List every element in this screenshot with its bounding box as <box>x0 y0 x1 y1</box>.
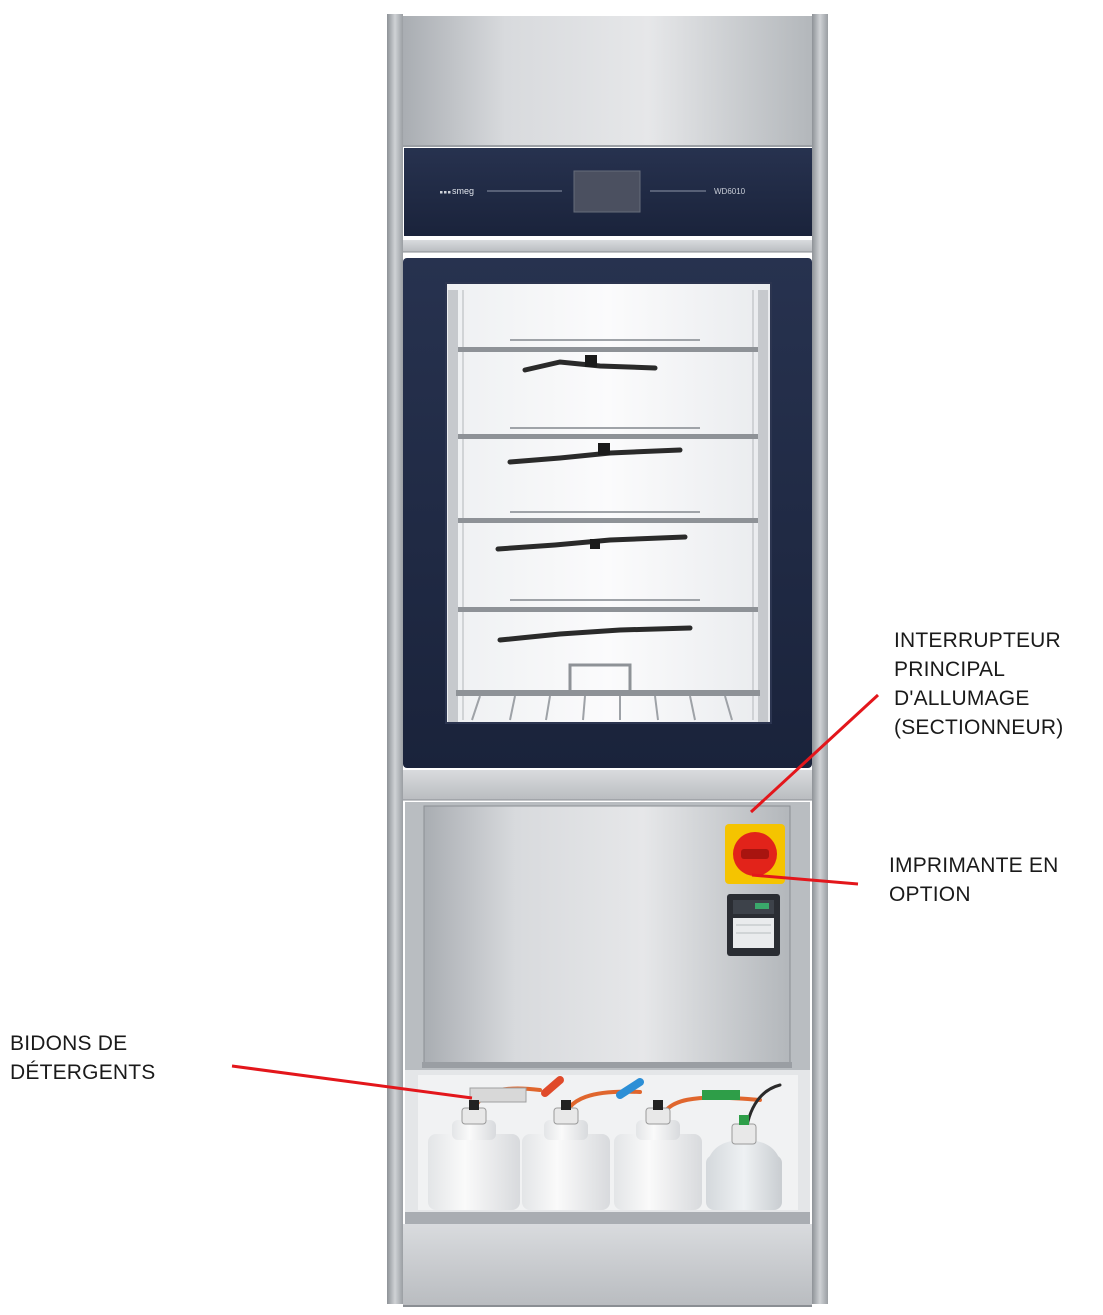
door-sill <box>403 770 812 800</box>
callout-printer-line-1: IMPRIMANTE EN <box>889 854 1059 877</box>
callout-detergents-line-1: BIDONS DE <box>10 1032 128 1055</box>
plinth <box>403 1224 812 1306</box>
base-tray <box>405 1212 810 1224</box>
touch-display[interactable] <box>573 170 641 213</box>
leader-line-detergents <box>231 1064 473 1100</box>
callout-main-switch-line-4: (SECTIONNEUR) <box>894 716 1064 739</box>
rack-4 <box>458 599 758 643</box>
cabinet-right-rail <box>812 14 828 1304</box>
detergent-bottle-3 <box>614 1100 702 1210</box>
rack-2 <box>458 427 758 465</box>
top-hood <box>403 16 812 146</box>
smeg-logo: smeg <box>440 186 474 196</box>
cabinet-left-rail <box>387 14 403 1304</box>
callout-printer-line-2: OPTION <box>889 883 971 906</box>
bottom-basket <box>456 663 760 721</box>
callout-main-switch-line-1: INTERRUPTEUR <box>894 629 1061 652</box>
detergent-bottle-4 <box>706 1115 782 1210</box>
callout-detergents: BIDONS DE DÉTERGENTS <box>10 1029 156 1087</box>
callout-main-switch-line-3: D'ALLUMAGE <box>894 687 1030 710</box>
callout-detergents-line-2: DÉTERGENTS <box>10 1061 156 1084</box>
door-handle[interactable] <box>403 240 812 252</box>
printer[interactable] <box>727 894 780 956</box>
logo-text: smeg <box>452 186 474 196</box>
detergent-bottle-1 <box>428 1100 520 1210</box>
rack-3 <box>458 511 758 552</box>
callout-printer: IMPRIMANTE EN OPTION <box>889 851 1058 909</box>
rack-1 <box>458 339 758 373</box>
callout-main-switch-line-2: PRINCIPAL <box>894 658 1006 681</box>
callout-main-switch: INTERRUPTEUR PRINCIPAL D'ALLUMAGE (SECTI… <box>894 626 1063 742</box>
leader-line-printer <box>751 873 859 886</box>
detergent-bottle-2 <box>522 1100 610 1210</box>
leader-line-main-switch <box>749 693 880 814</box>
model-number: WD6010 <box>714 187 746 196</box>
main-switch[interactable] <box>725 824 785 884</box>
chamber-window <box>446 283 771 723</box>
